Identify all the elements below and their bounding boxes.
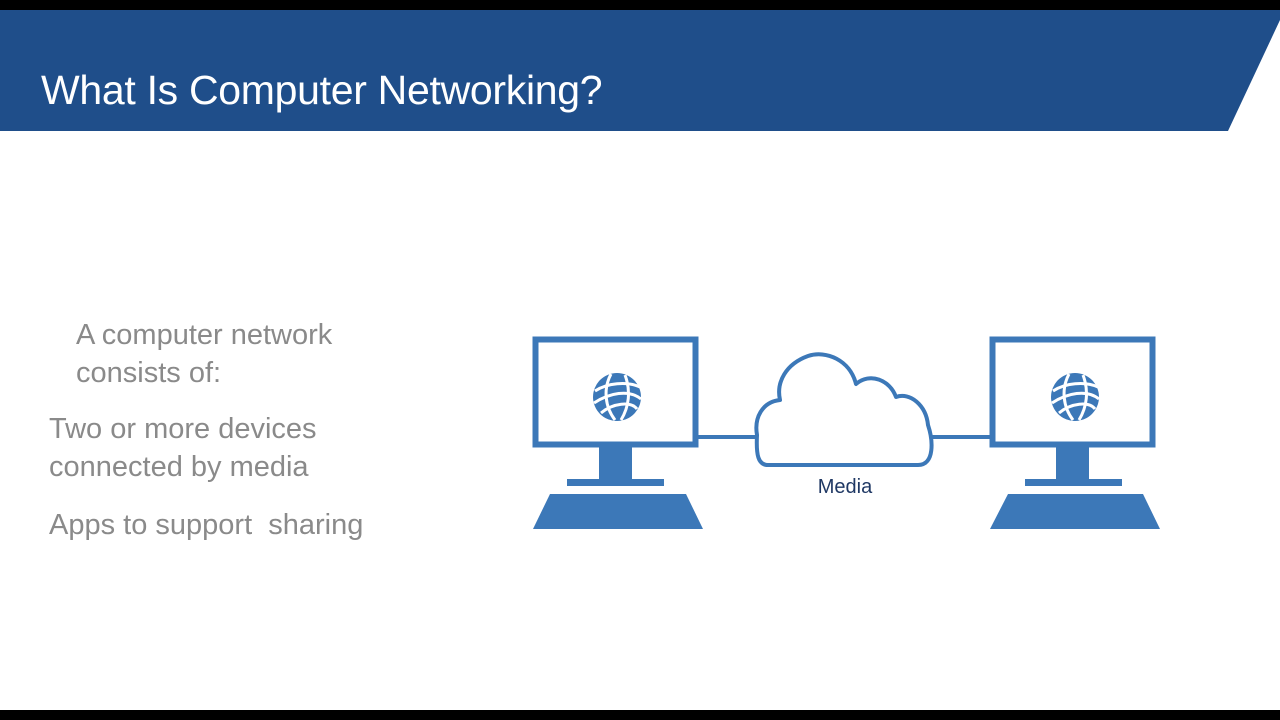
globe-icon-left xyxy=(593,373,642,421)
top-letterbox xyxy=(0,0,1280,10)
computer-right-icon xyxy=(989,336,1160,529)
intro-text: A computer network consists of: xyxy=(76,319,333,389)
page-title: What Is Computer Networking? xyxy=(41,67,603,113)
bullet-apps: Apps to support sharing xyxy=(49,509,364,541)
cloud-media-label: Media xyxy=(817,476,873,498)
bottom-letterbox xyxy=(0,710,1280,720)
bullet-devices: Two or more devices connected by media xyxy=(49,413,317,483)
globe-icon-right xyxy=(1051,373,1100,421)
computer-left-icon xyxy=(532,336,703,529)
cloud-icon xyxy=(754,352,934,467)
title-band xyxy=(0,10,1280,131)
